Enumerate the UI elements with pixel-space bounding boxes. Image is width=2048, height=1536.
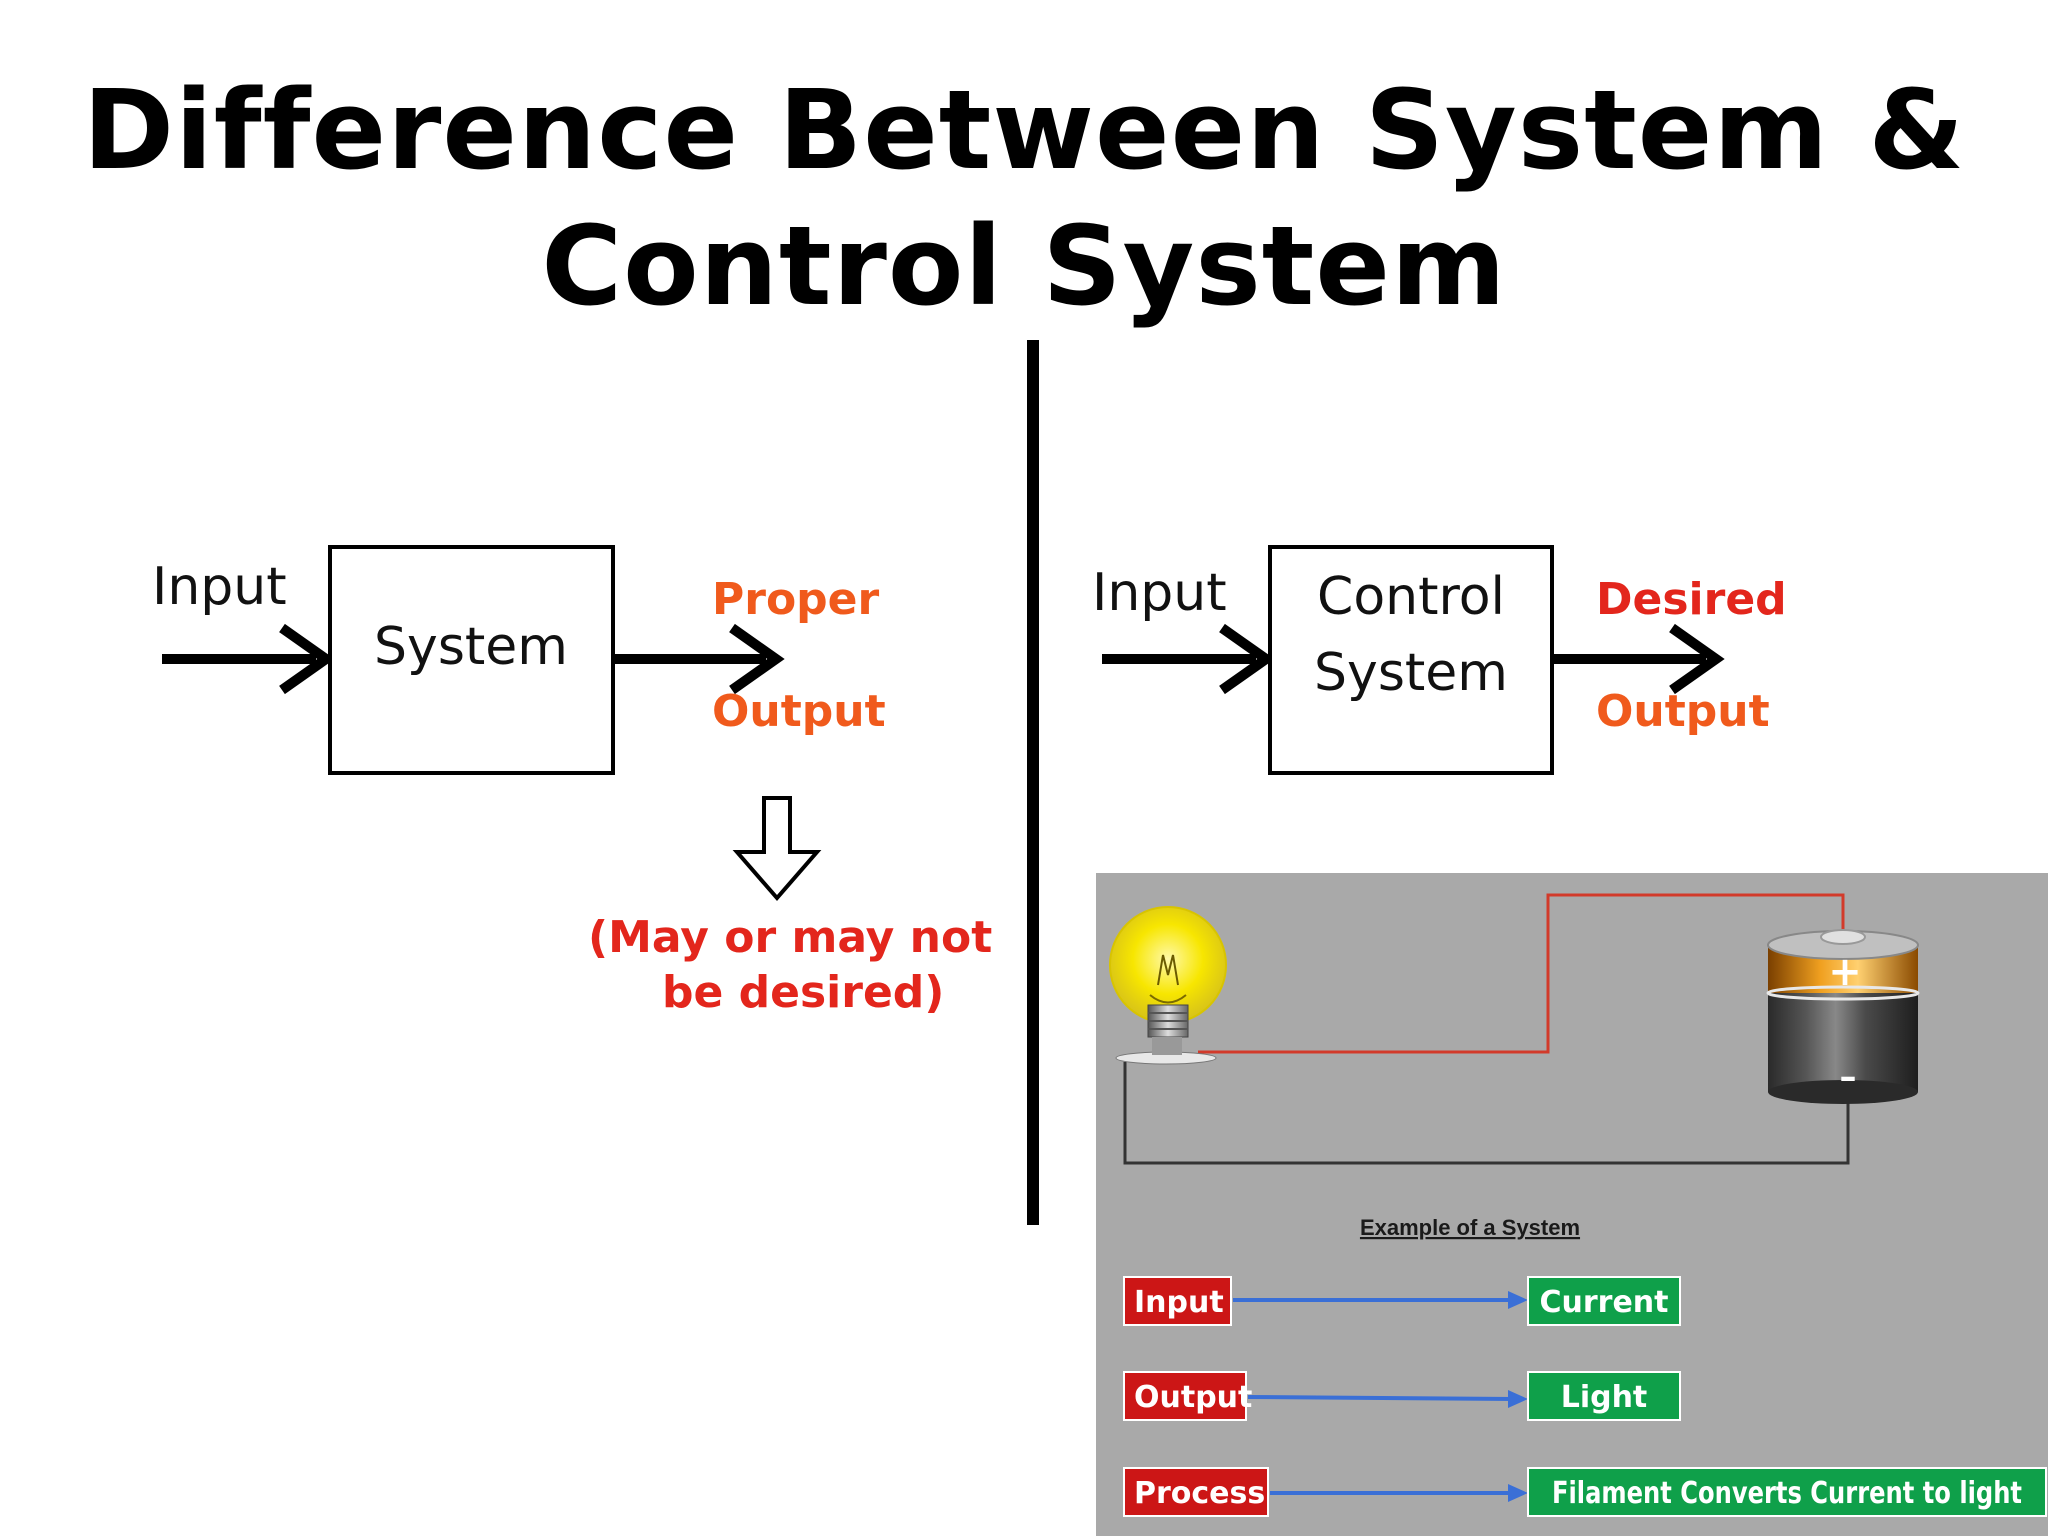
left-output-arrow [613, 623, 785, 695]
battery-icon: + – [1766, 929, 1920, 1104]
desired-output-label-line1: Desired [1596, 574, 1787, 625]
red-wire [1198, 893, 1845, 1054]
example-title: Example of a System [1360, 1215, 1580, 1240]
battery-minus: – [1840, 1057, 1857, 1097]
control-system-box [1268, 545, 1554, 775]
desired-output-label-line2: Output [1596, 686, 1770, 737]
note-line1: (May or may not [588, 912, 992, 963]
system-box-label: System [374, 617, 568, 677]
page-title: Difference Between System & Control Syst… [0, 62, 2048, 334]
control-system-box-line1: Control [1317, 567, 1505, 627]
example-row-output-from: Output [1134, 1380, 1252, 1415]
right-output-arrow [1552, 623, 1725, 695]
title-line-1: Difference Between System & [82, 66, 1966, 194]
center-divider [1027, 340, 1039, 1225]
dark-wire [1123, 1062, 1850, 1165]
title-line-2: Control System [541, 202, 1507, 330]
left-input-arrow [162, 623, 335, 695]
example-row-process-to: Filament Converts Current to light [1552, 1476, 2022, 1511]
example-row-process: Process Filament Converts Current to lig… [1123, 1467, 2047, 1517]
battery-plus: + [1828, 949, 1862, 995]
system-box [328, 545, 615, 775]
example-panel: + – Example of a System Input Current Ou… [1096, 873, 2048, 1536]
proper-output-label-line1: Proper [712, 574, 880, 625]
right-control-system-diagram: Input Control System Desired Output [1092, 545, 1787, 775]
right-input-arrow [1102, 623, 1275, 695]
left-system-diagram: Input System Proper Output (May or may n… [152, 545, 992, 1018]
proper-output-label-line2: Output [712, 686, 886, 737]
hollow-down-arrow-icon [732, 796, 822, 902]
example-row-output-to: Light [1561, 1380, 1648, 1415]
note-line2: be desired) [662, 967, 944, 1018]
example-row-process-from: Process [1134, 1476, 1265, 1511]
right-input-label: Input [1092, 563, 1227, 623]
control-system-box-line2: System [1314, 643, 1508, 703]
left-input-label: Input [152, 557, 287, 617]
example-row-input-from: Input [1134, 1285, 1224, 1320]
example-row-input: Input Current [1123, 1276, 1681, 1326]
light-bulb-icon [1109, 906, 1227, 1065]
example-row-output: Output Light [1123, 1371, 1681, 1421]
example-row-input-to: Current [1539, 1285, 1668, 1320]
